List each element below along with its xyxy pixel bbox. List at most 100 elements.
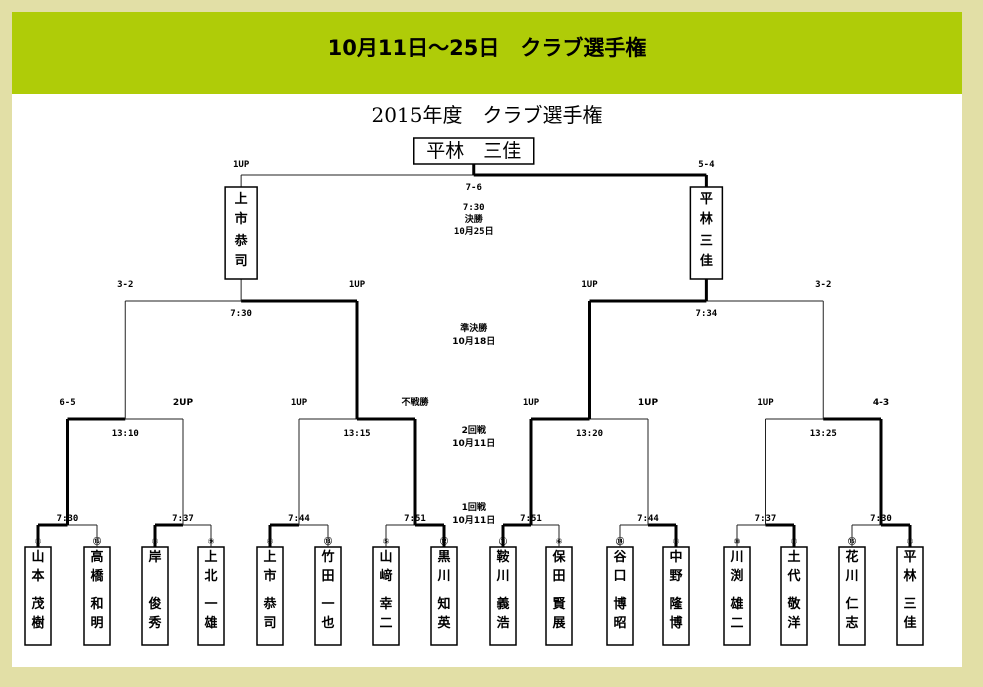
- player-name-char: 義: [496, 596, 509, 612]
- player-name-char: 黒: [437, 549, 450, 565]
- player-name-char: 岸: [148, 549, 161, 565]
- qf-left-result: 1UP: [523, 398, 540, 408]
- player-name-char: 仁: [845, 596, 858, 612]
- round2-label: 10月11日: [452, 438, 495, 449]
- player-name-char: 一: [204, 597, 217, 612]
- player-name-char: 三: [903, 597, 916, 612]
- qf-left-result: 1UP: [291, 398, 308, 408]
- finalist-name-char: 司: [235, 254, 248, 269]
- player-box: [430, 546, 458, 646]
- qf-time: 13:10: [112, 429, 139, 439]
- player-box: [606, 546, 634, 646]
- player-name-char: 一: [321, 597, 334, 612]
- sf-time: 7:34: [696, 309, 718, 319]
- finalist-name-char: 林: [700, 211, 713, 227]
- player-name-char: 野: [669, 569, 682, 584]
- player-name-char: 北: [204, 569, 217, 584]
- player-name-char: 保: [551, 549, 566, 565]
- player-box: [838, 546, 866, 646]
- player-name-char: 上: [263, 550, 276, 565]
- player-name-char: 川: [729, 550, 743, 565]
- player-name-char: 恭: [262, 596, 277, 612]
- qf-right-result: 1UP: [638, 398, 659, 408]
- sf-time: 7:30: [230, 309, 252, 319]
- player-name-char: 高: [90, 549, 103, 565]
- player-name-char: 中: [669, 549, 682, 565]
- qf-right-result: 不戦勝: [401, 396, 429, 408]
- player-name-char: 﨑: [379, 568, 392, 584]
- semifinal-round-label: 準決勝: [460, 322, 488, 334]
- player-name-char: 樹: [31, 615, 44, 631]
- finalist-name-char: 平: [700, 192, 713, 207]
- header-bar: 10月11日～25日 クラブ選手権: [12, 12, 962, 94]
- player-box: [141, 546, 169, 646]
- final-right-result: 5-4: [698, 160, 715, 170]
- player-name-char: 和: [90, 596, 103, 612]
- player-name-char: 平: [903, 550, 916, 565]
- round1-label: 1回戦: [462, 501, 487, 513]
- player-name-char: 賢: [552, 596, 566, 612]
- player-name-char: 橋: [90, 568, 104, 584]
- player-name-char: 展: [552, 616, 566, 631]
- player-name-char: 幸: [379, 596, 392, 612]
- player-box: [197, 546, 225, 646]
- player-name-char: 敬: [786, 596, 801, 612]
- player-name-char: 田: [552, 569, 565, 584]
- player-box: [314, 546, 342, 646]
- player-name-char: 二: [730, 616, 743, 631]
- qf-right-result: 4-3: [873, 398, 889, 408]
- player-name-char: 林: [903, 568, 916, 584]
- finalist-box: [224, 186, 258, 280]
- final-left-result: 1UP: [233, 160, 250, 170]
- finalist-name-char: 市: [235, 211, 248, 227]
- finalist-box: [689, 186, 724, 280]
- player-name-char: 志: [845, 615, 858, 631]
- player-name-char: 竹: [320, 549, 334, 565]
- player-name-char: 山: [31, 549, 44, 565]
- player-name-char: 市: [263, 568, 276, 584]
- player-name-char: 上: [204, 550, 217, 565]
- player-name-char: 秀: [147, 615, 162, 631]
- player-box: [896, 546, 924, 646]
- header-title: 10月11日～25日 クラブ選手権: [327, 36, 647, 60]
- player-box: [780, 546, 808, 646]
- player-name-char: 代: [786, 568, 800, 584]
- finalist-name-char: 上: [235, 192, 248, 207]
- player-name-char: 也: [321, 615, 334, 631]
- sf-left-result: 3-2: [117, 280, 133, 290]
- player-box: [256, 546, 284, 646]
- qf-time: 13:20: [576, 429, 603, 439]
- player-name-char: 英: [436, 615, 451, 631]
- player-name-char: 洋: [787, 615, 800, 631]
- champion-name: 平林 三佳: [426, 140, 521, 162]
- tournament-bracket: 山本茂樹①高橋和明⑯岸俊秀⑧上北一雄⑨上市恭司④竹田一也⑬山﨑幸二⑤黒川知英⑫鞍…: [24, 137, 924, 646]
- player-name-char: 博: [613, 596, 626, 612]
- player-name-char: 二: [379, 616, 392, 631]
- player-name-char: 渕: [730, 568, 743, 584]
- semifinal-round-label: 10月18日: [452, 336, 495, 347]
- player-name-char: 川: [436, 569, 450, 584]
- player-name-char: 昭: [613, 616, 626, 631]
- player-name-char: 川: [495, 569, 509, 584]
- final-round-label: 10月25日: [454, 226, 494, 237]
- champion-box: [413, 137, 535, 165]
- player-name-char: 土: [787, 549, 800, 565]
- player-name-char: 川: [844, 569, 858, 584]
- final-round-label: 7:30: [463, 203, 485, 213]
- player-name-char: 博: [669, 615, 682, 631]
- player-name-char: 俊: [148, 596, 161, 612]
- player-name-char: 雄: [729, 596, 743, 612]
- finalist-name-char: 佳: [700, 253, 713, 269]
- qf-left-result: 6-5: [59, 398, 75, 408]
- player-name-char: 本: [31, 568, 44, 584]
- qf-time: 13:15: [343, 429, 370, 439]
- player-name-char: 茂: [31, 596, 44, 612]
- round2-label: 2回戦: [462, 424, 487, 436]
- qf-left-result: 1UP: [757, 398, 774, 408]
- player-name-char: 口: [613, 569, 626, 584]
- round1-label: 10月11日: [452, 515, 495, 526]
- sf-right-result: 3-2: [815, 280, 831, 290]
- bracket-title: 2015年度 クラブ選手権: [371, 103, 603, 127]
- player-name-char: 谷: [613, 549, 627, 565]
